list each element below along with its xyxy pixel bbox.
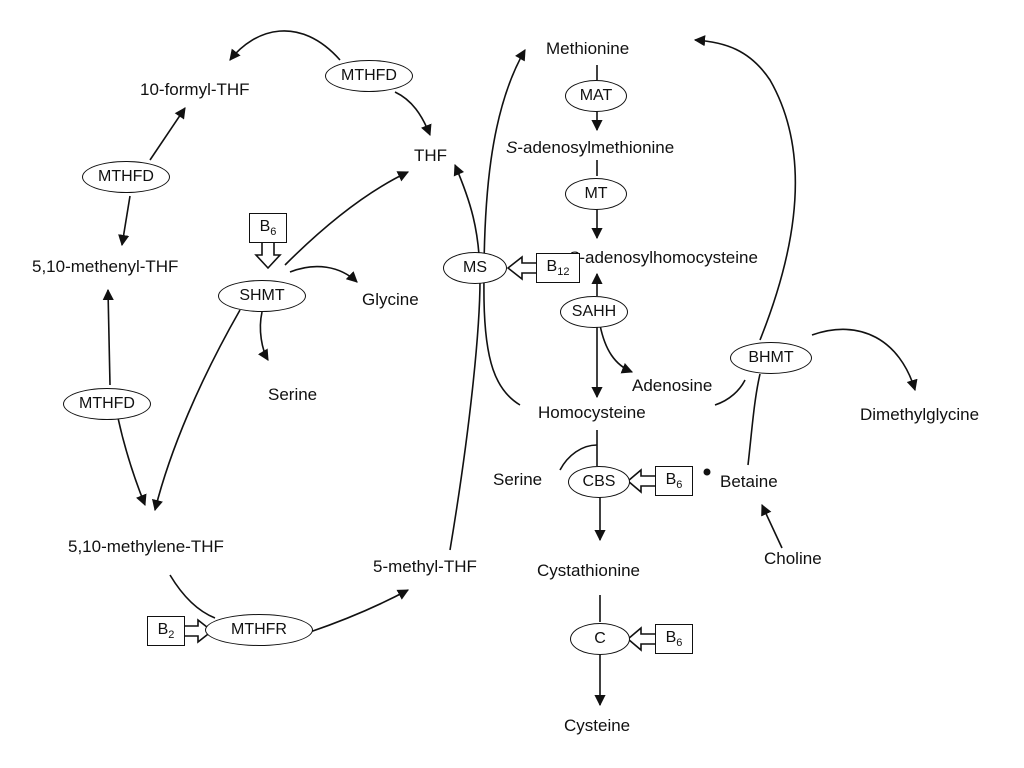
arrow-mthfr-to-methyl: [309, 589, 409, 633]
cofactor-b2-mthfr-base: B: [157, 621, 169, 638]
compound-cystathionine: Cystathionine: [537, 561, 641, 580]
arrow-methylene-to-mthfr: [169, 574, 216, 619]
compound-s-adenosylmethionine: S-adenosylmethionine: [506, 138, 674, 158]
compound-5-10-methylene-thf: 5,10-methylene-THF: [68, 537, 224, 556]
cofactor-b6-cbs-base: B: [665, 471, 677, 488]
arrow-mthfd-to-methylene: [117, 417, 147, 507]
cofactor-b12-ms-base: B: [546, 258, 558, 275]
arrow-shmt-to-thf: [284, 171, 410, 266]
cofactor-b12-ms-sub: 12: [557, 266, 570, 278]
arrow-methyl-to-thf: [449, 163, 481, 551]
arrow-choline-to-betaine: [761, 503, 783, 549]
arrow-mthfd-to-formyl-2: [149, 107, 186, 161]
arrow-mthfd-to-formyl: [229, 30, 341, 61]
compound-10-formyl-thf: 10-formyl-THF: [140, 80, 250, 99]
arrow-mthfd-to-thf: [394, 91, 432, 137]
compound-serine-shmt: Serine: [268, 385, 318, 404]
arrow-shmt-to-glycine: [289, 265, 358, 283]
dot-mark: [703, 468, 711, 476]
arrow-serine-to-cbs: [559, 444, 598, 471]
arrow-sahh-to-adenosine: [599, 324, 634, 374]
arrow-mthfd-to-methenyl-2: [102, 288, 114, 386]
compound-5-methyl-thf: 5-methyl-THF: [373, 557, 477, 576]
compound-glycine: Glycine: [362, 290, 419, 309]
cofactor-arrow-b6-cbs: [626, 468, 655, 494]
compound-betaine: Betaine: [720, 472, 778, 491]
compound-s-adenosylhomocysteine: S-adenosylhomocysteine: [568, 248, 758, 268]
enzyme-cbs: CBS: [568, 466, 630, 498]
arrow-shmt-to-methylene: [152, 309, 241, 512]
cofactor-arrow-b6-c: [626, 626, 655, 652]
compound-5-10-methenyl-thf: 5,10-methenyl-THF: [32, 257, 179, 276]
compound-dimethylglycine: Dimethylglycine: [860, 405, 980, 424]
arrow-homocysteine-to-bhmt: [714, 379, 746, 406]
sah-rest: -adenosylhomocysteine: [579, 248, 758, 267]
arrow-bhmt-to-methionine: [693, 35, 797, 341]
compound-thf: THF: [414, 146, 448, 165]
cofactor-b12-ms: B12: [536, 253, 580, 283]
enzyme-ms: MS: [443, 252, 507, 284]
cofactor-arrow-b12-ms: [506, 255, 536, 281]
cofactor-b6-c-base: B: [665, 629, 677, 646]
arrow-homocysteine-to-methionine: [483, 49, 526, 406]
sam-rest: -adenosylmethionine: [517, 138, 675, 157]
cofactor-b6-c-sub: 6: [676, 637, 683, 649]
compound-serine-cbs: Serine: [493, 470, 543, 489]
arrow-bhmt-to-dimethylglycine: [811, 328, 918, 392]
compound-adenosine: Adenosine: [632, 376, 713, 395]
arrow-shmt-to-serine: [258, 311, 269, 361]
compound-homocysteine: Homocysteine: [538, 403, 646, 422]
arrow-betaine-to-bhmt: [747, 373, 761, 466]
cofactor-b2-mthfr: B2: [147, 616, 185, 646]
enzyme-c: C: [570, 623, 630, 655]
enzyme-mthfd-mid: MTHFD: [82, 161, 170, 193]
cofactor-b2-mthfr-sub: 2: [168, 629, 175, 641]
compound-methionine: Methionine: [546, 39, 630, 58]
cofactor-b6-shmt-base: B: [259, 218, 271, 235]
enzyme-bhmt: BHMT: [730, 342, 812, 374]
enzyme-mt: MT: [565, 178, 627, 210]
compound-cysteine: Cysteine: [564, 716, 631, 735]
cofactor-b6-shmt: B6: [249, 213, 287, 243]
enzyme-shmt: SHMT: [218, 280, 306, 312]
cofactor-b6-cbs: B6: [655, 466, 693, 496]
sam-prefix: S: [506, 138, 518, 157]
arrow-mthfd-to-methenyl: [118, 195, 131, 247]
cofactor-b6-shmt-sub: 6: [270, 226, 277, 238]
cofactor-b6-c: B6: [655, 624, 693, 654]
cofactor-arrow-b6-shmt: [254, 242, 282, 270]
compound-choline: Choline: [764, 549, 822, 568]
enzyme-mthfr: MTHFR: [205, 614, 313, 646]
enzyme-sahh: SAHH: [560, 296, 628, 328]
cofactor-b6-cbs-sub: 6: [676, 479, 683, 491]
enzyme-mthfd-top: MTHFD: [325, 60, 413, 92]
enzyme-mthfd-low: MTHFD: [63, 388, 151, 420]
enzyme-mat: MAT: [565, 80, 627, 112]
